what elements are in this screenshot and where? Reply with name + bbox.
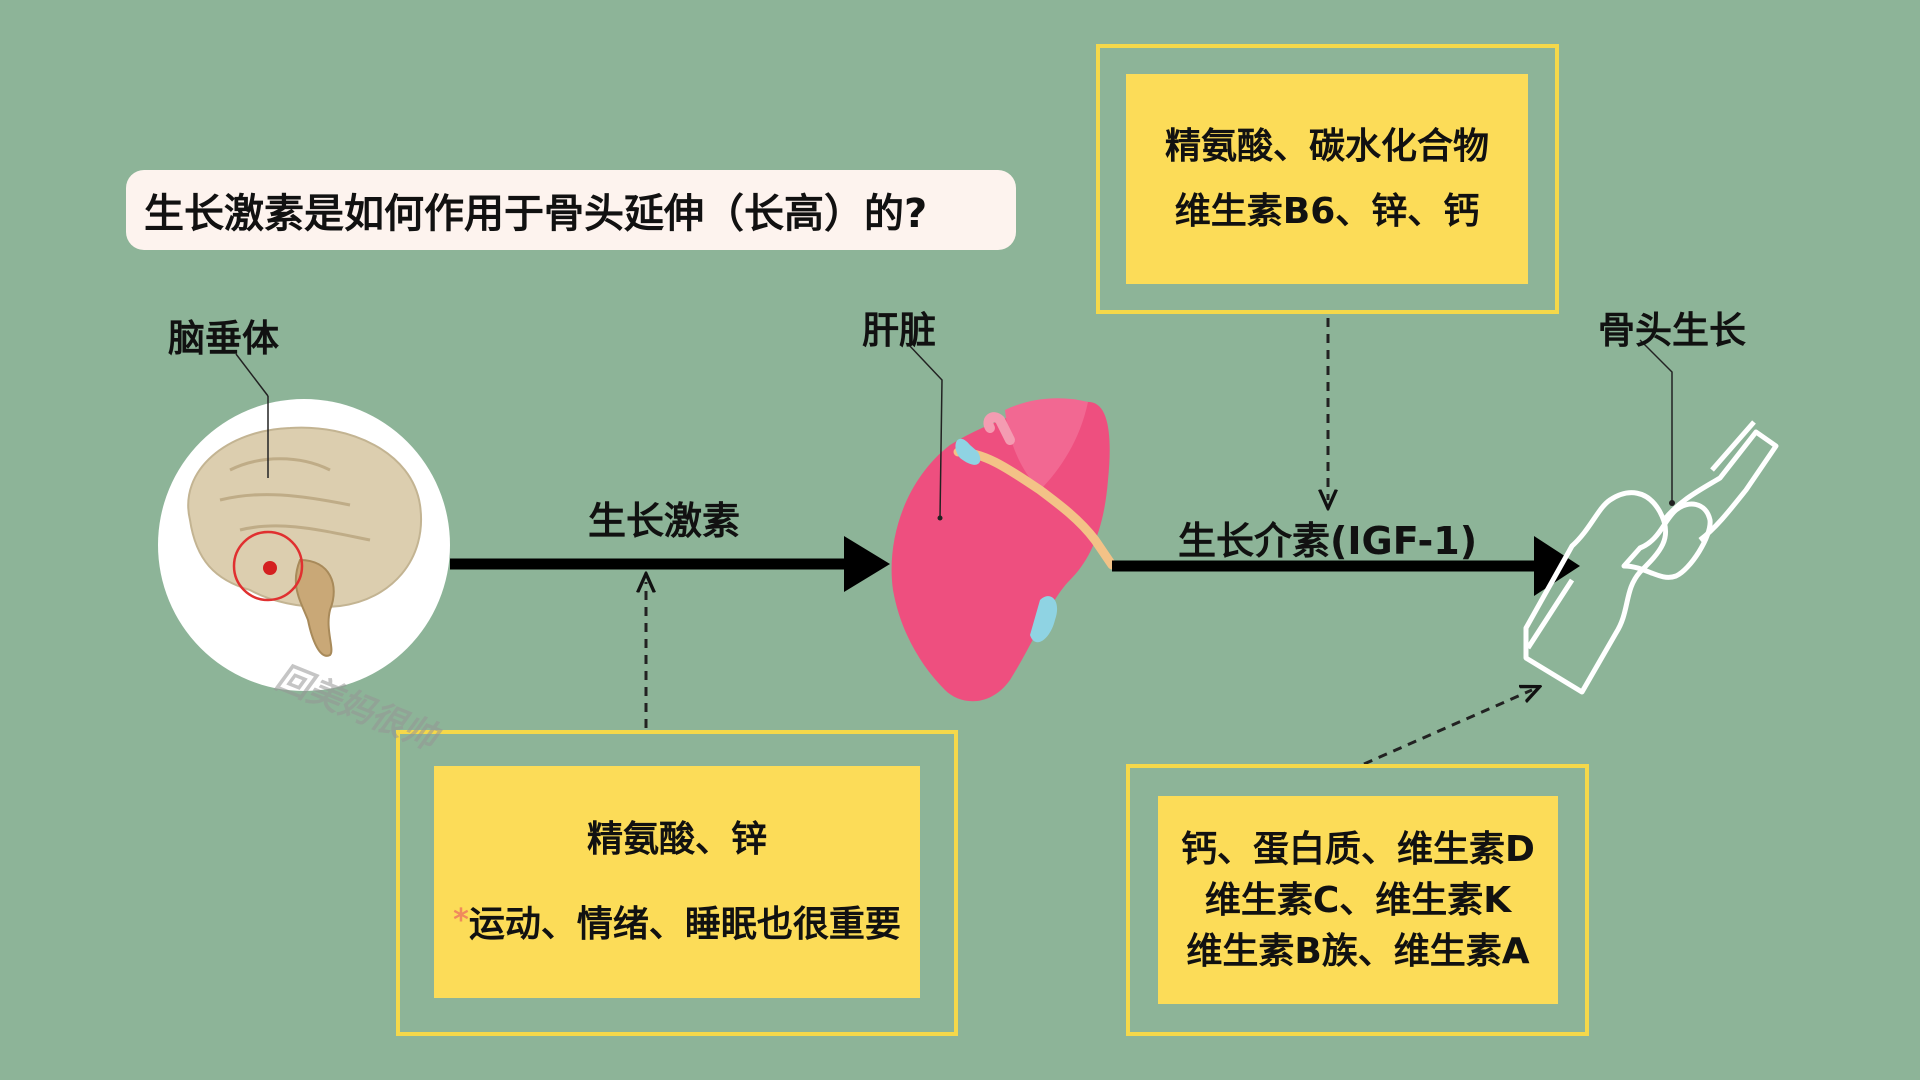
bottom-left-box-frame	[396, 730, 958, 1036]
diagram-title: 生长激素是如何作用于骨头延伸（长高）的?	[144, 191, 928, 237]
brain-icon	[158, 353, 450, 691]
title-banner: 生长激素是如何作用于骨头延伸（长高）的?	[126, 170, 1016, 250]
top-box-line: 精氨酸、碳水化合物	[1164, 126, 1489, 167]
label-bone-growth: 骨头生长	[1598, 309, 1746, 352]
bottom-right-box-frame	[1126, 764, 1589, 1036]
liver-leader-line	[907, 343, 943, 519]
label-liver: 肝脏	[862, 309, 936, 352]
star-mark: *	[453, 903, 469, 938]
arrow-liver-to-bone	[1112, 536, 1580, 596]
bottom-right-nutrient-box: 钙、蛋白质、维生素D 维生素C、维生素K 维生素B族、维生素A	[1158, 796, 1558, 1004]
bottom-left-nutrient-box: 精氨酸、锌 *运动、情绪、睡眠也很重要	[434, 766, 920, 998]
bottom-left-line: 精氨酸、锌	[586, 819, 767, 860]
dashed-arrow-bottom-right	[1363, 690, 1532, 766]
bottom-right-line: 维生素C、维生素K	[1204, 879, 1512, 921]
bottom-right-line: 钙、蛋白质、维生素D	[1181, 828, 1535, 870]
bottom-right-line: 维生素B族、维生素A	[1186, 930, 1530, 972]
top-box-frame	[1096, 44, 1559, 314]
label-pituitary: 脑垂体	[168, 317, 279, 360]
bone-leader-line	[1639, 339, 1675, 506]
bottom-left-line: *运动、情绪、睡眠也很重要	[453, 903, 901, 945]
label-growth-hormone: 生长激素	[588, 499, 741, 543]
bone-joint-icon	[1523, 420, 1779, 695]
liver-icon	[891, 343, 1117, 702]
arrow-brain-to-liver	[450, 536, 890, 592]
top-box-line: 维生素B6、锌、钙	[1174, 191, 1480, 232]
top-nutrient-box: 精氨酸、碳水化合物 维生素B6、锌、钙	[1126, 74, 1528, 284]
label-igf: 生长介素(IGF-1)	[1178, 519, 1478, 563]
